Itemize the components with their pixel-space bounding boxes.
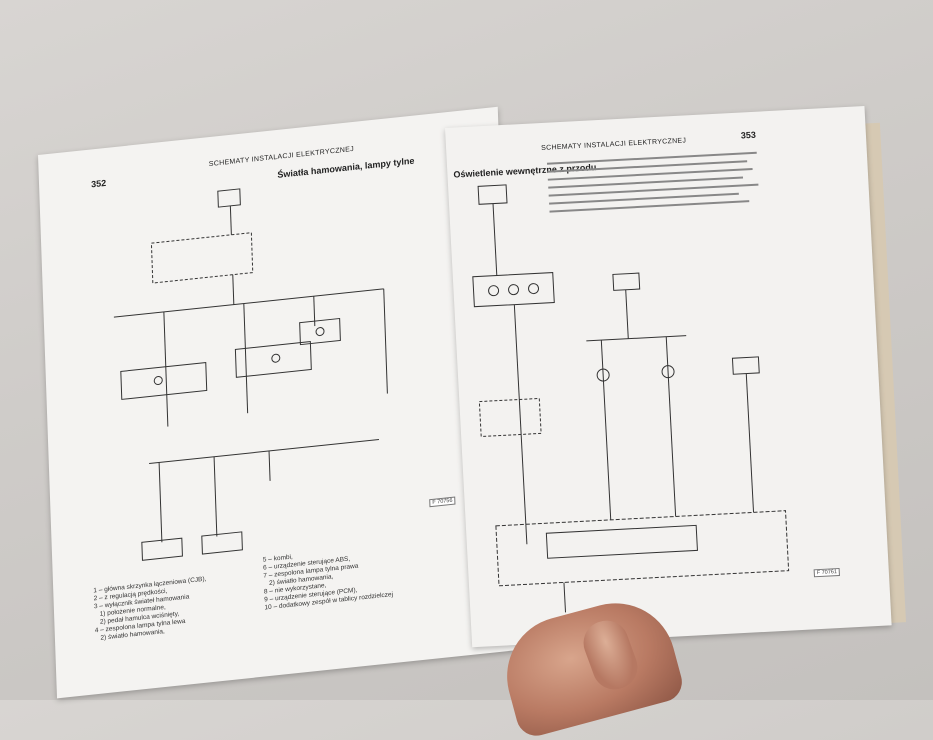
brake-light-schematic [113, 188, 388, 561]
interior-lighting-schematic [472, 151, 790, 613]
left-legend-col2: 5 – kombi, 6 – urządzenie sterujące ABS,… [262, 553, 394, 612]
photo-scene: SCHEMATY INSTALACJI ELEKTRYCZNEJ 352 Świ… [38, 106, 907, 740]
right-page: SCHEMATY INSTALACJI ELEKTRYCZNEJ 353 Ośw… [445, 106, 892, 648]
left-legend-col1: 1 – główna skrzynka łączeniowa (CJB), 2 … [93, 575, 207, 643]
left-page: SCHEMATY INSTALACJI ELEKTRYCZNEJ 352 Świ… [38, 106, 517, 699]
